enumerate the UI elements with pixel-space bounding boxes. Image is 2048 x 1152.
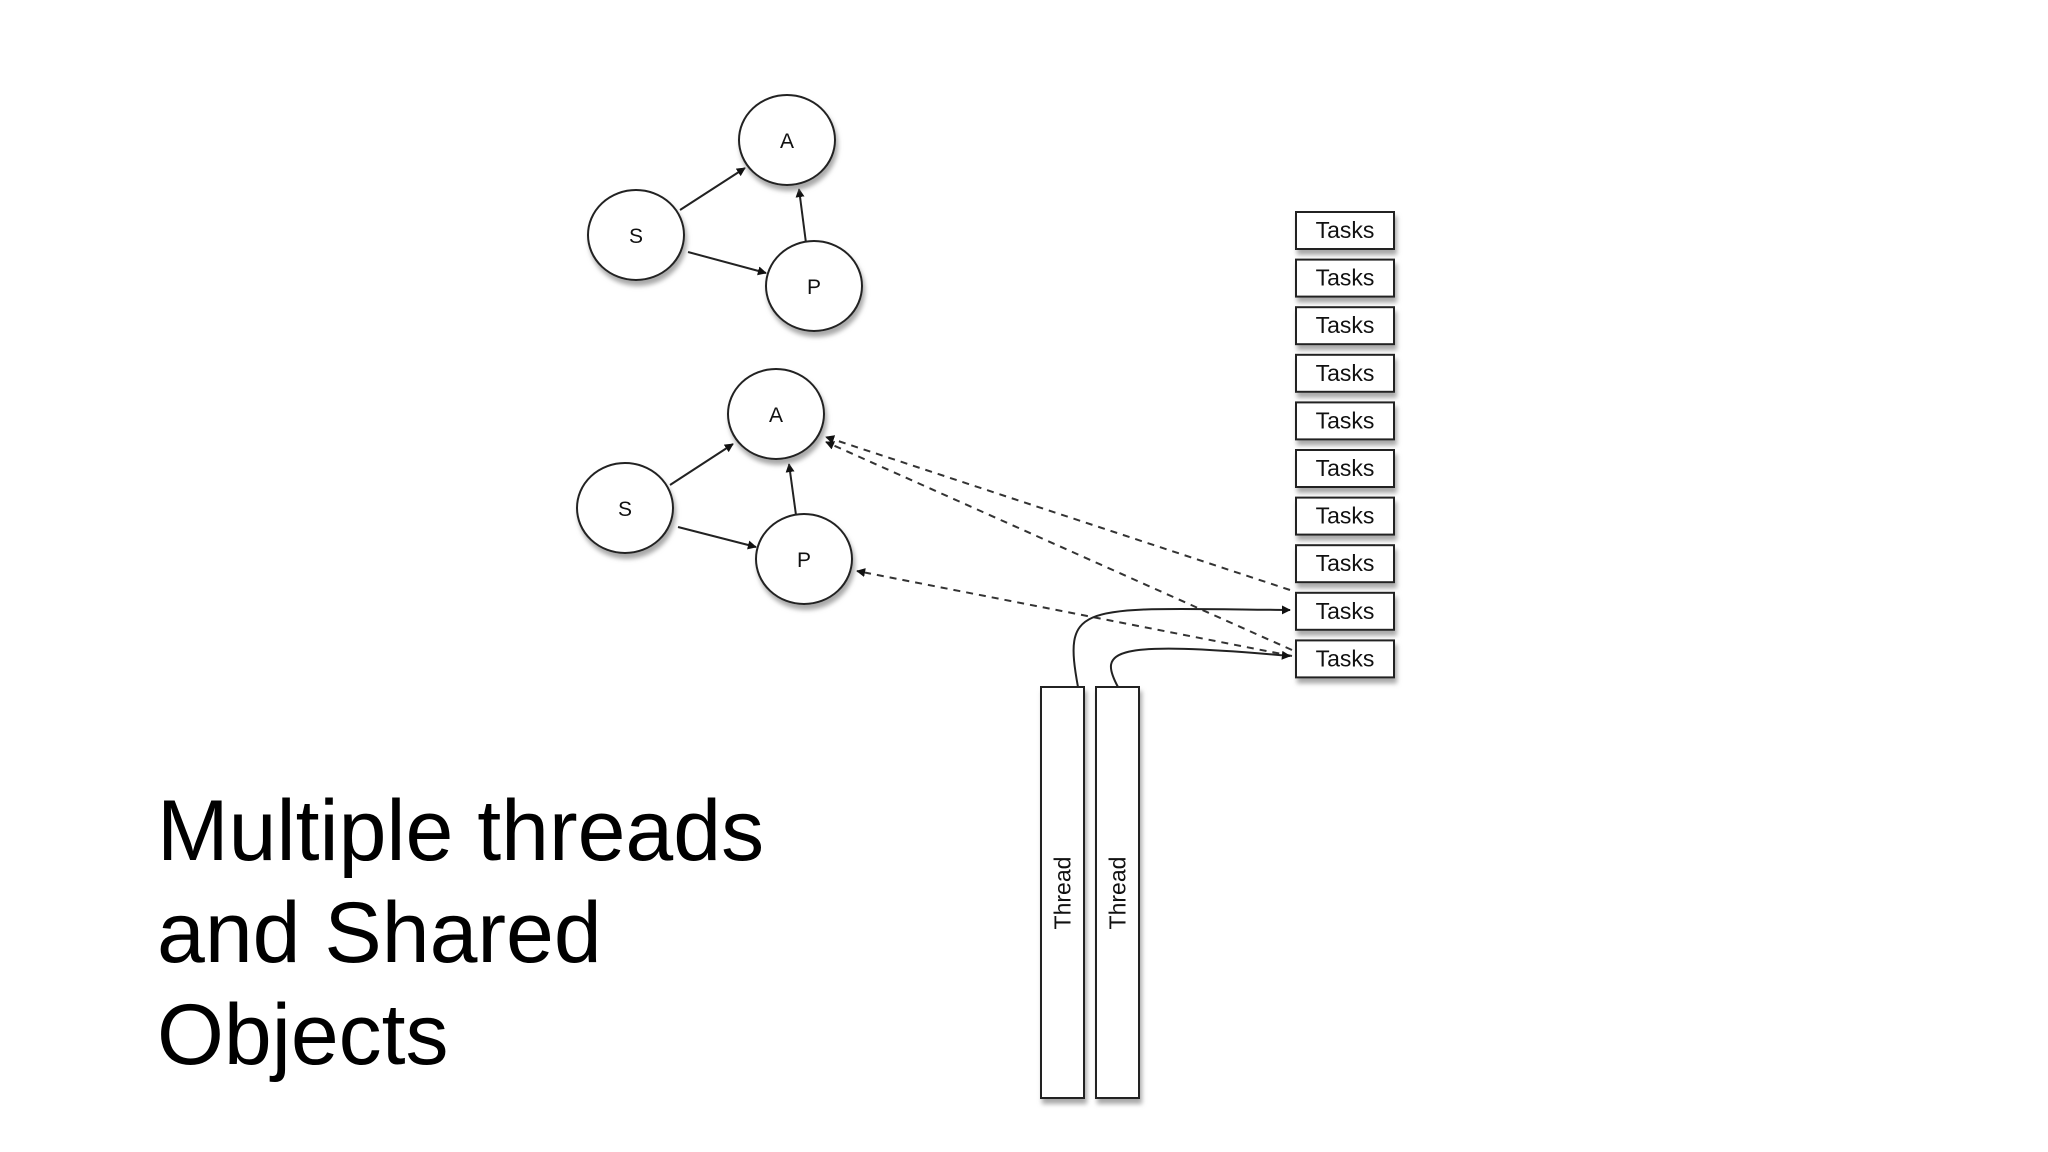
thread-1-connector — [1072, 605, 1291, 688]
task-label: Tasks — [1316, 598, 1375, 624]
edge-s-p — [677, 526, 757, 550]
node-s: S — [587, 189, 685, 281]
node-label: S — [618, 498, 632, 521]
task-label: Tasks — [1316, 360, 1375, 386]
task-label: Tasks — [1316, 455, 1375, 481]
task-box: Tasks — [1295, 211, 1395, 250]
object-graph-top: S A P — [587, 94, 863, 332]
edge-s-p — [687, 251, 767, 276]
task-label: Tasks — [1316, 407, 1375, 433]
task-label: Tasks — [1316, 265, 1375, 291]
dashed-ref-task10-p — [856, 568, 1293, 657]
thread-columns: Thread Thread — [1040, 686, 1140, 1099]
task-box: Tasks — [1295, 353, 1395, 393]
task-label: Tasks — [1316, 312, 1375, 338]
slide-title: Multiple threads and Shared Objects — [157, 780, 764, 1086]
task-box: Tasks — [1295, 591, 1395, 631]
node-label: P — [807, 276, 821, 299]
node-label: A — [769, 404, 783, 427]
task-box: Tasks — [1295, 306, 1395, 346]
task-box: Tasks — [1295, 401, 1395, 441]
node-label: A — [780, 130, 794, 153]
edge-s-a — [669, 443, 734, 486]
edge-s-a — [679, 167, 746, 211]
node-label: S — [629, 225, 643, 248]
task-box: Tasks — [1295, 258, 1395, 298]
task-queue: TasksTasksTasksTasksTasksTasksTasksTasks… — [1295, 211, 1395, 679]
edge-p-a — [785, 463, 797, 516]
thread-label: Thread — [1050, 857, 1076, 930]
title-line: Multiple threads — [157, 783, 765, 879]
node-a: A — [727, 368, 825, 460]
title-line: Objects — [157, 987, 449, 1083]
node-p: P — [755, 513, 853, 605]
object-graph-bottom: S A P — [576, 368, 1293, 657]
node-a: A — [738, 94, 836, 186]
dashed-ref-task9-a — [825, 435, 1291, 591]
thread-column: Thread — [1040, 686, 1085, 1099]
task-box: Tasks — [1295, 544, 1395, 584]
dashed-ref-task10-a — [825, 441, 1293, 651]
task-label: Tasks — [1316, 503, 1375, 529]
task-label: Tasks — [1316, 550, 1375, 576]
task-label: Tasks — [1316, 217, 1375, 243]
thread-label: Thread — [1105, 857, 1131, 930]
task-box: Tasks — [1295, 449, 1395, 488]
node-p: P — [765, 240, 863, 332]
thread-2-connector — [1110, 647, 1291, 688]
edge-p-a — [795, 188, 807, 244]
task-box: Tasks — [1295, 639, 1395, 679]
task-label: Tasks — [1316, 645, 1375, 671]
task-box: Tasks — [1295, 496, 1395, 536]
thread-column: Thread — [1095, 686, 1140, 1099]
node-label: P — [797, 549, 811, 572]
title-line: and Shared — [157, 885, 602, 981]
node-s: S — [576, 462, 674, 554]
